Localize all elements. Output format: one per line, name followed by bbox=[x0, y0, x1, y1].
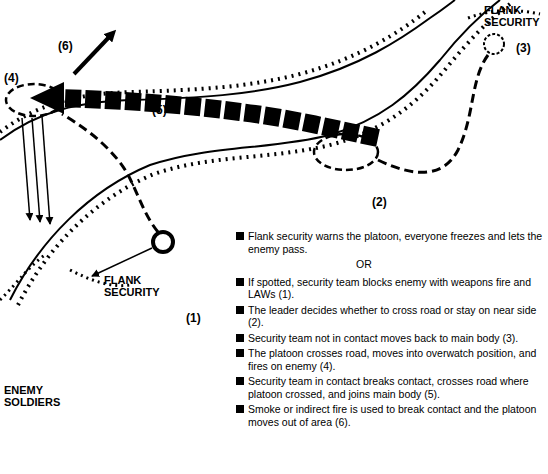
note-item: Security team in contact breaks contact,… bbox=[236, 375, 546, 400]
bullet-square bbox=[236, 278, 244, 286]
note-text: Security team not in contact moves back … bbox=[248, 332, 518, 344]
decision-point-ellipse bbox=[314, 134, 378, 170]
bullet-square bbox=[236, 405, 244, 413]
fire-line bbox=[32, 118, 40, 222]
platoon-arrowhead bbox=[30, 82, 64, 114]
note-item: Flank security warns the platoon, everyo… bbox=[236, 230, 546, 255]
note-text: The leader decides whether to cross road… bbox=[248, 304, 536, 329]
bullet-square bbox=[236, 306, 244, 314]
security-return-path bbox=[378, 55, 488, 172]
flank-security-circle-right bbox=[484, 34, 504, 54]
note-item: Smoke or indirect fire is used to break … bbox=[236, 403, 546, 428]
bullet-square bbox=[236, 334, 244, 342]
note-text: If spotted, security team blocks enemy w… bbox=[248, 276, 531, 301]
bullet-square bbox=[236, 232, 244, 240]
note-item: The leader decides whether to cross road… bbox=[236, 304, 546, 329]
callout-number: (1) bbox=[186, 312, 212, 324]
bullet-square bbox=[236, 377, 244, 385]
callout-number: (2) bbox=[372, 196, 398, 208]
note-item: Security team not in contact moves back … bbox=[236, 332, 546, 345]
move-out-arrow bbox=[74, 34, 112, 74]
road-edge-lower bbox=[10, 0, 500, 300]
platoon-move-arrow bbox=[58, 98, 378, 138]
note-item: The platoon crosses road, moves into ove… bbox=[236, 347, 546, 372]
note-text: Security team in contact breaks contact,… bbox=[248, 375, 529, 400]
note-text: Smoke or indirect fire is used to break … bbox=[248, 403, 536, 428]
brush-lower bbox=[18, 4, 510, 305]
fire-line bbox=[22, 118, 30, 220]
note-item: If spotted, security team blocks enemy w… bbox=[236, 276, 546, 301]
note-text: The platoon crosses road, moves into ove… bbox=[248, 347, 536, 372]
callout-number: (6) bbox=[58, 40, 84, 52]
overwatch-ellipse bbox=[6, 84, 62, 116]
callout-number: (5) bbox=[152, 104, 178, 116]
or-note: OR bbox=[236, 258, 546, 271]
fire-line bbox=[42, 116, 50, 224]
notes-list: Flank security warns the platoon, everyo… bbox=[236, 230, 546, 431]
fire-line bbox=[92, 248, 152, 276]
callout-number: (3) bbox=[516, 42, 542, 54]
break-contact-path bbox=[62, 114, 158, 232]
note-text: Flank security warns the platoon, everyo… bbox=[248, 230, 542, 255]
flank-security-circle-left bbox=[153, 232, 173, 252]
area-label: FLANK SECURITY bbox=[104, 274, 168, 298]
area-label: FLANK SECURITY bbox=[484, 4, 546, 28]
area-label: ENEMY SOLDIERS bbox=[4, 384, 74, 408]
bullet-square bbox=[236, 349, 244, 357]
callout-number: (4) bbox=[4, 72, 30, 84]
